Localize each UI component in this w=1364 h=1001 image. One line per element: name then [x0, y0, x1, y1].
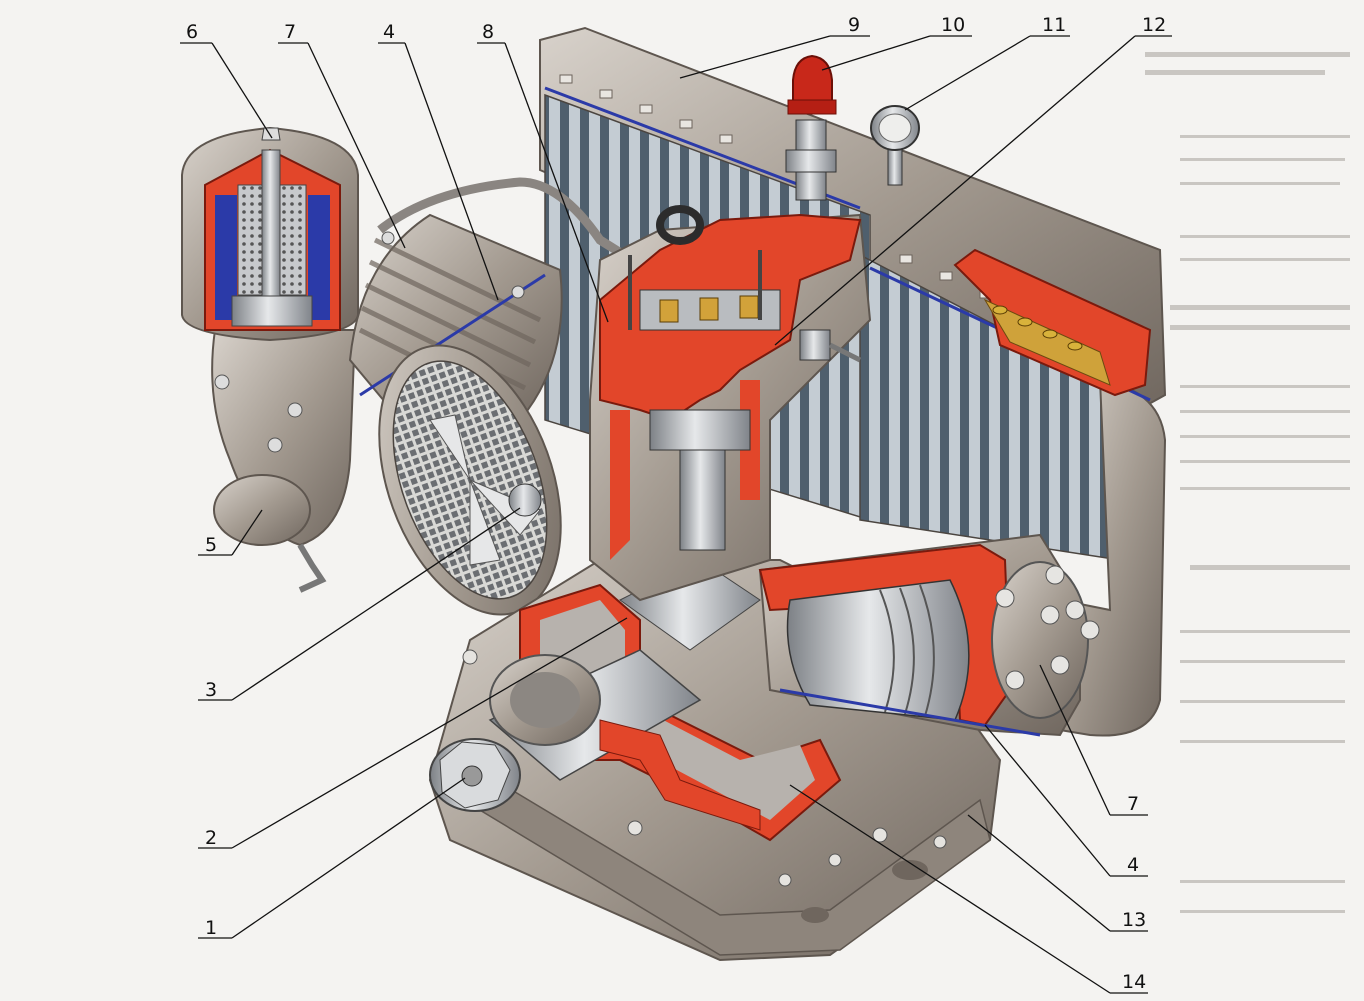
background-page-text	[1145, 52, 1350, 913]
callout-1: 1	[205, 917, 217, 939]
inlet-pipe	[377, 177, 643, 269]
callout-2: 2	[205, 827, 217, 849]
coupling	[429, 738, 521, 812]
callout-3: 3	[205, 679, 217, 701]
right-cylinder	[758, 533, 1100, 737]
callout-4-top: 4	[383, 21, 395, 43]
air-filter	[181, 126, 359, 593]
callout-10: 10	[941, 14, 965, 36]
callout-7-right: 7	[1127, 793, 1139, 815]
callout-11: 11	[1042, 14, 1066, 36]
safety-valve	[785, 54, 837, 201]
callout-9: 9	[848, 14, 860, 36]
callout-12: 12	[1142, 14, 1166, 36]
callout-7-top: 7	[284, 21, 296, 43]
callout-14: 14	[1122, 971, 1146, 993]
pressure-gauge	[870, 105, 920, 186]
callout-6-top: 6	[186, 21, 198, 43]
leader-lines	[180, 35, 1172, 994]
central-cylinder	[589, 205, 872, 602]
callout-4-right: 4	[1127, 854, 1139, 876]
callout-5: 5	[205, 534, 217, 556]
fan	[378, 344, 562, 616]
callout-8: 8	[482, 21, 494, 43]
callout-numbers: 6 7 4 8 9 10 11 12 5 3 2 1 7 4 13 14	[186, 14, 1166, 993]
callout-13: 13	[1122, 909, 1146, 931]
